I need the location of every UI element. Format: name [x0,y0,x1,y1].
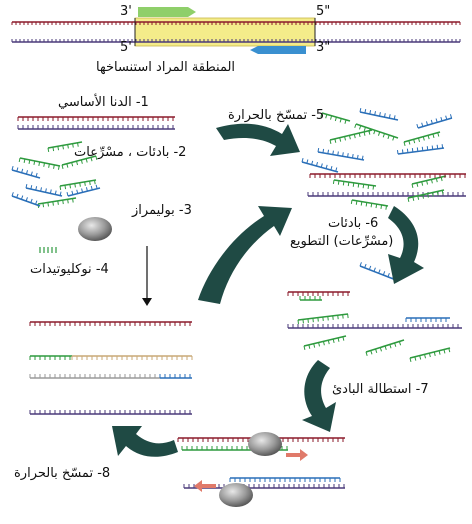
step7-extension-arrow-left [194,480,216,492]
result-strand-purple [30,410,192,414]
step2-primer-9 [12,192,40,206]
top-label-3-left: 3' [120,4,132,20]
reverse-primer-arrow [250,46,306,54]
step6-template-purple [288,324,462,328]
step-7-label: 7- استطالة البادئ [332,382,429,398]
result-strand-blue [160,374,192,378]
top-template-strand [12,22,460,25]
step2-primer-8 [67,185,100,196]
step5-primer-8 [302,158,338,172]
step7-polymerase-icon [248,432,282,456]
step-1-label: 1- الدنا الأساسي [58,95,149,111]
result-strand-tan [72,356,192,360]
step2-primer-6 [60,180,96,190]
step5-primer-9 [397,144,444,154]
step5-primer-2 [360,108,398,120]
step-3-label: 3- بوليمراز [132,203,192,219]
step-4-label: 4- نوكليوتيدات [30,262,109,278]
top-label-5-left: 5' [120,40,132,56]
top-label-3-right: 3" [316,40,330,56]
step5-primer-10 [333,180,376,190]
step1-template-strand-top [18,117,175,121]
step-6-label-line2: (مسْرِّعات) التطويع [290,234,393,250]
step2-primer-1 [19,158,60,170]
step6-primer-floating-4 [366,340,404,356]
step6-primer-floating-3 [304,336,346,350]
step1-template-strand-bottom [18,125,175,129]
result-strand-green [30,356,72,360]
step2-primer-4 [12,166,40,178]
arrow-to-step8 [112,426,178,457]
down-arrow-head [142,298,152,306]
step-2-label: 2- بادئات ، مسْرِّعات [74,145,186,161]
forward-primer-arrow [138,7,196,17]
step3-polymerase-icon [78,217,112,241]
result-strand-grey [30,374,160,378]
step7-polymerase-icon-2 [219,483,253,507]
arrow-to-step6 [388,206,424,284]
step-5-label: 5- تمسّخ بالحرارة [228,108,324,124]
step7-extension-arrow-right [286,449,308,461]
step6-annealed-primer-blue [406,318,450,322]
target-region-caption: المنطقة المراد استنساخها [96,60,235,76]
step6-primer-floating-5 [410,348,450,362]
step5-primer-4 [330,130,372,144]
step2-primer-5 [26,184,62,196]
arrow-to-step7 [302,360,336,432]
top-complement-strand [12,39,460,42]
step5-primer-3 [417,114,452,128]
step7-new-strand-blue [230,478,340,482]
step-8-label: 8- تمسّخ بالحرارة [14,466,110,482]
step6-template-red [288,292,350,296]
step5-primer-7 [318,148,364,160]
step6-annealed-primer-green [300,296,322,300]
step5-primer-11 [412,176,446,188]
arrow-to-step6-loop [198,206,292,304]
step5-primer-12 [351,200,388,210]
arrow-to-step5 [216,124,300,156]
step5-primer-6 [404,132,440,146]
step2-primer-7 [38,198,76,208]
result-strand-red [30,322,192,326]
top-label-5-right: 5" [316,4,330,20]
step6-primer-floating-2 [298,314,348,324]
step5-primer-1 [321,113,350,124]
step-6-label-line1: 6- بادئات [328,216,378,232]
